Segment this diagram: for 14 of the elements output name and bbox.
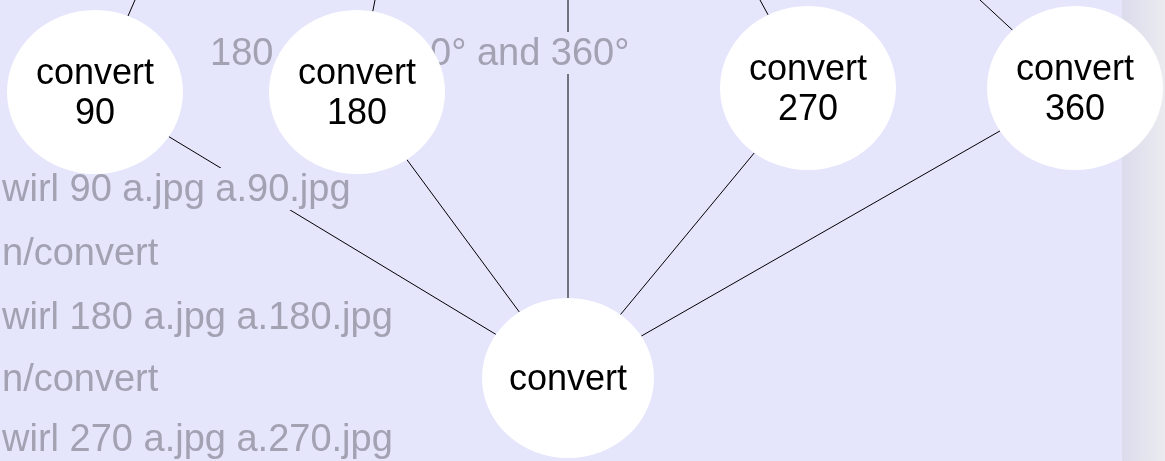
node-label: convert: [507, 358, 629, 398]
connector-line: [567, 0, 569, 299]
connector-line: [406, 159, 520, 313]
background-text: wirl 90 a.jpg a.90.jpg: [2, 168, 351, 210]
connector-line: [372, 0, 376, 12]
connector-line: [759, 0, 769, 16]
connector-line: [979, 0, 1014, 31]
node-label: convert 180: [296, 52, 418, 132]
node-label: convert 360: [1014, 48, 1136, 128]
connector-line: [640, 130, 1001, 337]
node-label: convert 90: [34, 52, 156, 132]
connector-line: [619, 152, 755, 316]
node-label: convert 270: [747, 48, 869, 128]
connector-line: [127, 0, 136, 17]
